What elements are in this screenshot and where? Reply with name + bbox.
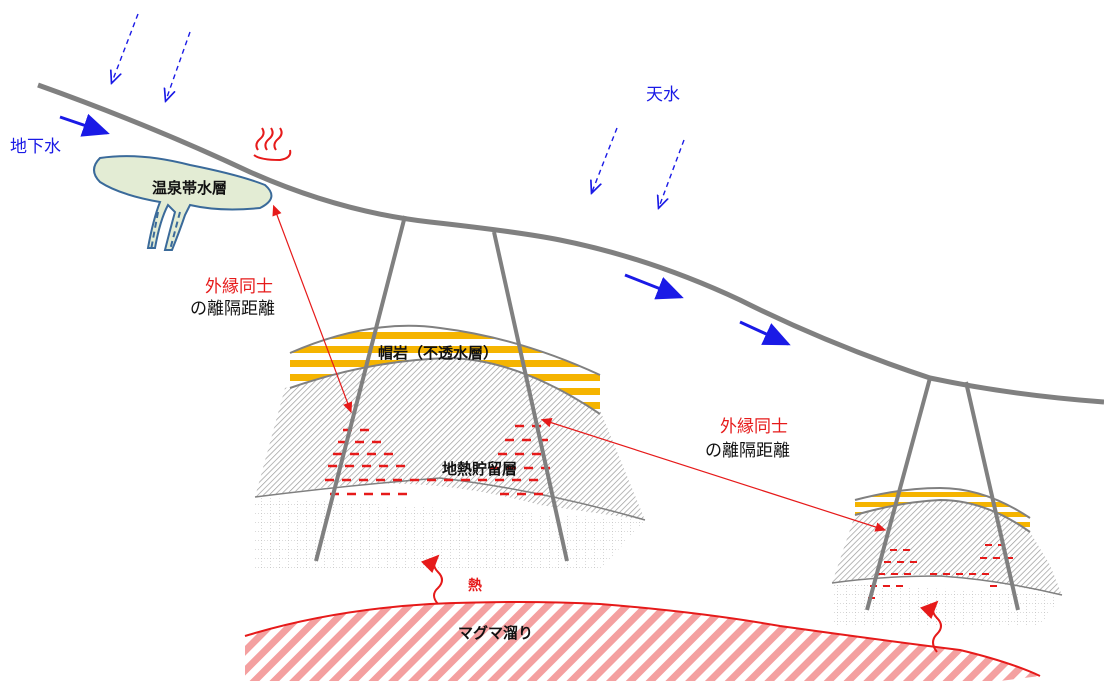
rainwater-label: 天水 <box>646 85 680 105</box>
hot-spring-icon <box>253 127 292 162</box>
reservoir-hatch-b <box>832 500 1062 595</box>
geothermal-field-a <box>254 215 646 570</box>
magma-chamber-outline <box>244 601 1041 677</box>
groundwater-arrows <box>59 113 791 346</box>
geothermal-field-b <box>831 377 1063 625</box>
hot-spring-aquifer-shape <box>93 155 273 251</box>
separation-distance-arrow-a <box>272 204 353 414</box>
separation-distance-b-line2: の離隔距離 <box>705 441 790 461</box>
groundwater-label: 地下水 <box>10 137 61 157</box>
cap-rock-label: 帽岩（不透水層） <box>378 344 498 362</box>
hot-spring-aquifer-label: 温泉帯水層 <box>152 179 227 197</box>
aquifer-channel-right <box>169 211 181 251</box>
magma-chamber-label: マグマ溜り <box>458 624 533 642</box>
ground-surface-line <box>37 82 1104 405</box>
well-b-left <box>865 377 932 611</box>
separation-distance-a-line2: の離隔距離 <box>190 299 275 319</box>
separation-distance-b-line1: 外縁同士 <box>720 417 788 437</box>
heat-arrows <box>421 554 942 653</box>
geothermal-reservoir-label: 地熱貯留層 <box>442 460 517 478</box>
heat-label: 熱 <box>468 577 482 594</box>
rainwater-arrows <box>112 13 685 207</box>
magma-chamber-shape <box>245 602 1040 681</box>
reservoir-hot-zone-b <box>868 544 1013 599</box>
aquifer-channel-left <box>150 211 159 251</box>
well-b-right <box>964 381 1020 611</box>
basement-grid-b <box>832 583 1062 625</box>
separation-distance-a-line1: 外縁同士 <box>205 277 273 297</box>
separation-distance-arrow-b <box>540 418 887 532</box>
well-a-left <box>314 215 407 562</box>
